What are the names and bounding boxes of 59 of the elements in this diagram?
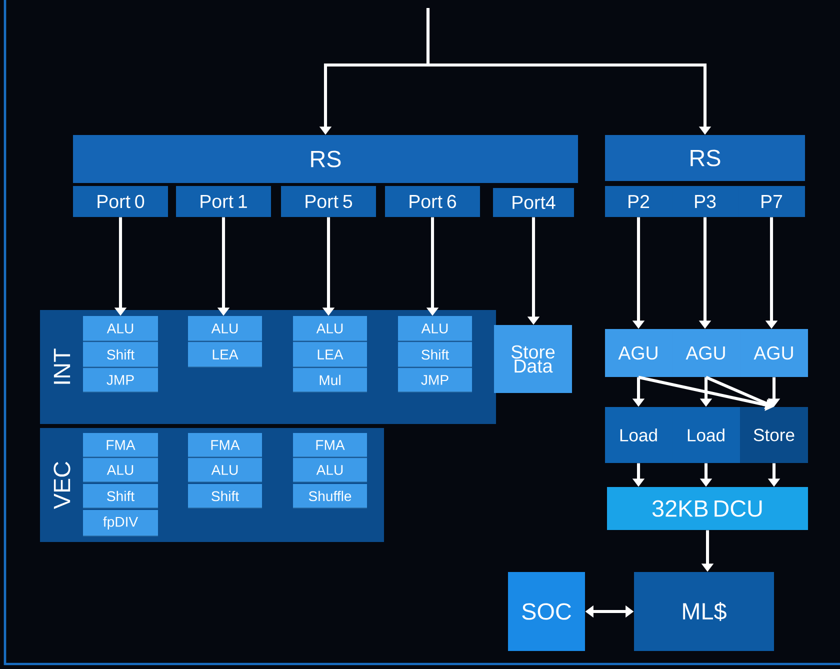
cache-box: 32KB DCU bbox=[607, 487, 808, 530]
unit-cell: Shift bbox=[398, 342, 472, 367]
port-box: Port 0 bbox=[73, 186, 168, 217]
node-label: ALU bbox=[106, 324, 134, 334]
node-label: AGU bbox=[754, 346, 793, 360]
unit-cell: fpDIV bbox=[83, 510, 158, 536]
unit-box: Load bbox=[605, 407, 672, 463]
station-bar: RS bbox=[605, 135, 806, 181]
unit-cell: Shuffle bbox=[293, 484, 367, 508]
unit-cell: JMP bbox=[83, 368, 158, 392]
unit-cell: FMA bbox=[188, 433, 262, 457]
unit-cell: JMP bbox=[398, 368, 472, 392]
unit-cell: Shift bbox=[83, 484, 158, 508]
cache-box: ML$ bbox=[634, 572, 774, 651]
unit-cell: FMA bbox=[293, 433, 367, 457]
unit-box: AGU bbox=[605, 329, 672, 377]
node-label: FMA bbox=[106, 440, 136, 450]
unit-cell: Mul bbox=[293, 368, 367, 392]
port-box: Port 1 bbox=[176, 186, 271, 217]
node-label: ALU bbox=[211, 324, 238, 334]
unit-cell: LEA bbox=[293, 342, 367, 367]
unit-cell: ALU bbox=[293, 458, 367, 482]
unit-box: Store Data bbox=[494, 325, 572, 393]
node-label: P7 bbox=[762, 195, 782, 208]
node-label: P2 bbox=[628, 194, 650, 208]
unit-cell: ALU bbox=[398, 316, 472, 341]
unit-box: Store bbox=[740, 407, 808, 463]
node-label: FMA bbox=[211, 440, 240, 450]
port-box: P7 bbox=[738, 186, 805, 217]
node-label: ALU bbox=[316, 324, 343, 334]
unit-cell: ALU bbox=[83, 458, 158, 482]
unit-cell: LEA bbox=[188, 342, 262, 367]
unit-cell: ALU bbox=[83, 316, 158, 341]
node-label: Shift bbox=[422, 349, 449, 360]
node-label: P3 bbox=[695, 194, 716, 208]
unit-cell: Shift bbox=[83, 342, 158, 367]
node-label: FMA bbox=[316, 440, 345, 450]
soc-box: SOC bbox=[508, 572, 585, 651]
node-label: Shift bbox=[107, 349, 134, 360]
port-box: Port4 bbox=[493, 188, 574, 217]
port-box: P2 bbox=[605, 186, 672, 217]
port-box: Port 5 bbox=[281, 186, 376, 217]
unit-cell: ALU bbox=[188, 316, 262, 341]
port-box: P3 bbox=[672, 186, 738, 217]
unit-box: Load bbox=[672, 407, 740, 463]
unit-box: AGU bbox=[740, 329, 808, 377]
node-label: Load bbox=[688, 428, 724, 442]
port-box: Port 6 bbox=[385, 186, 480, 217]
unit-cell: Shift bbox=[188, 484, 262, 508]
node-label: Load bbox=[620, 428, 657, 442]
node-label: ALU bbox=[421, 324, 448, 334]
unit-cell: ALU bbox=[188, 458, 262, 482]
station-bar: RS bbox=[73, 135, 578, 183]
unit-cell: ALU bbox=[293, 316, 367, 341]
node-label: LEA bbox=[318, 350, 344, 360]
unit-cell: FMA bbox=[83, 433, 158, 457]
unit-box: AGU bbox=[672, 329, 740, 377]
node-label: AGU bbox=[618, 346, 658, 360]
node-label: AGU bbox=[686, 346, 725, 360]
